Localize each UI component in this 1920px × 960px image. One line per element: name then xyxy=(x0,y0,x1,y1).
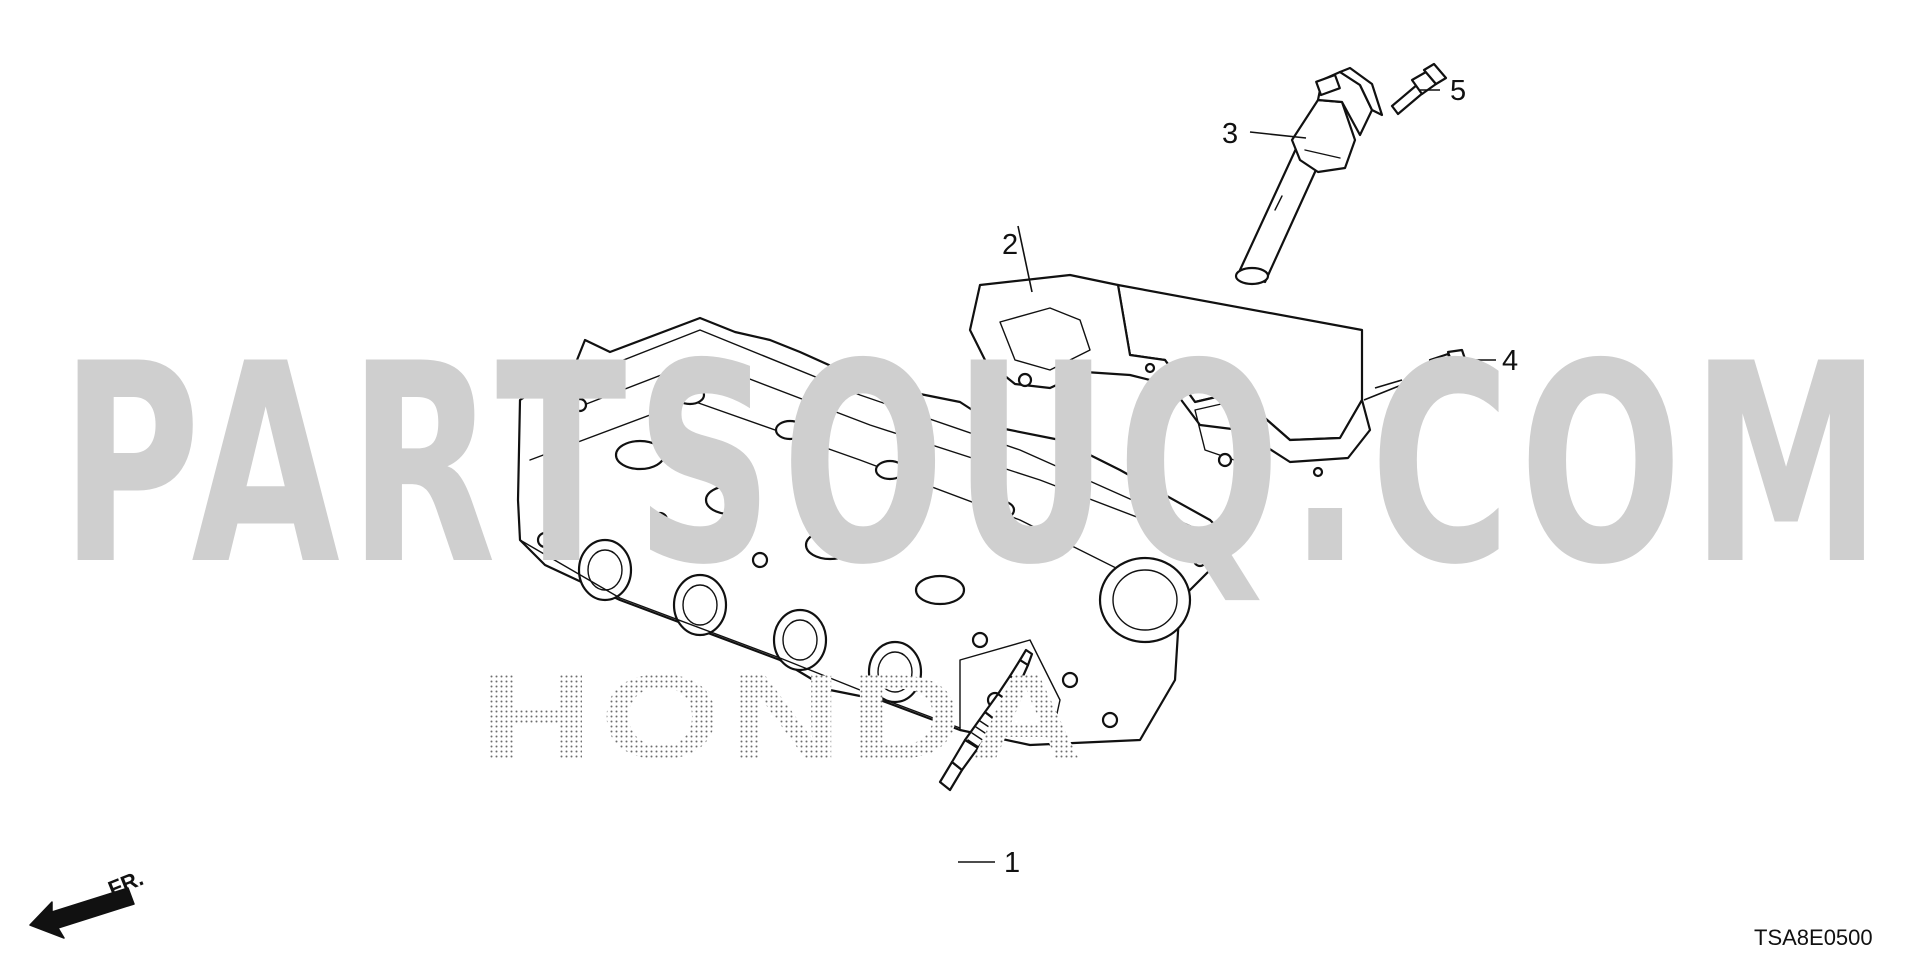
bolt-bosses xyxy=(536,397,1208,729)
leader-lines xyxy=(958,89,1496,863)
diagram-code: TSA8E0500 xyxy=(1754,925,1873,950)
spark-plug xyxy=(938,648,1034,792)
coil-bolt xyxy=(1390,62,1448,116)
ports xyxy=(577,538,923,704)
plug-hole-cover xyxy=(968,273,1372,478)
arrow-left-icon xyxy=(29,887,135,939)
ignition-coil xyxy=(1234,66,1384,286)
watermark-text: PARTSOUQ.COM xyxy=(60,305,1890,625)
cam-journals xyxy=(614,384,1016,606)
sensor-bolt xyxy=(1406,348,1472,392)
callout-4: 4 xyxy=(1502,345,1518,377)
callout-2: 2 xyxy=(1002,229,1018,261)
callout-5: 5 xyxy=(1450,75,1466,107)
callout-3: 3 xyxy=(1222,118,1238,150)
callout-1: 1 xyxy=(1004,847,1020,879)
front-direction-indicator: FR. xyxy=(29,865,147,939)
cylinder-head xyxy=(516,316,1237,747)
front-label: FR. xyxy=(105,865,147,901)
brand-watermark: HONDA xyxy=(480,650,1090,784)
